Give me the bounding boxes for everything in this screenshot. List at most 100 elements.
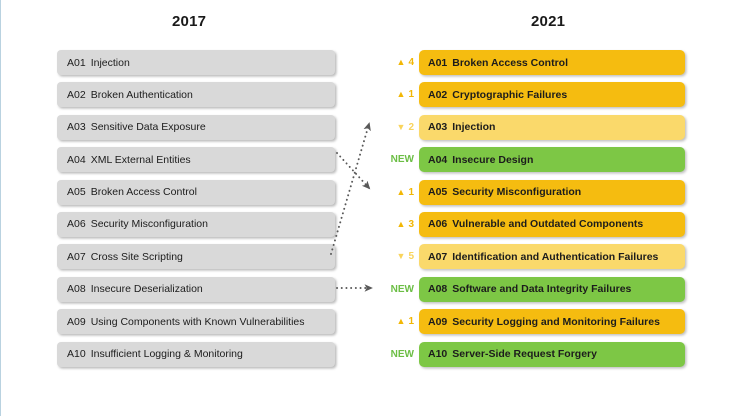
list-item: ▼2 A03 Injection [372, 114, 687, 147]
new-badge-a10: NEW [372, 342, 414, 367]
list-item: ▲4 A01 Broken Access Control [372, 50, 687, 82]
list-item: ▲1 A02 Cryptographic Failures [372, 82, 687, 114]
left-item-a03[interactable]: A03 Sensitive Data Exposure [57, 114, 335, 140]
triangle-down-icon: ▼ [396, 251, 406, 262]
rank-change-badge-a02: ▲1 [372, 82, 414, 107]
rank-change-badge-a07: ▼5 [372, 244, 414, 269]
column-header-2017: 2017 [172, 13, 207, 30]
item-label: Cryptographic Failures [452, 88, 568, 101]
list-item: A08 Insecure Deserialization [57, 276, 335, 309]
column-header-2021: 2021 [531, 13, 566, 30]
triangle-down-icon: ▼ [396, 121, 406, 132]
item-rank: A02 [428, 88, 448, 101]
item-label: Cross Site Scripting [90, 250, 183, 263]
item-rank: A01 [67, 56, 86, 69]
left-item-a05[interactable]: A05 Broken Access Control [57, 179, 335, 205]
item-rank: A06 [428, 218, 448, 231]
rank-change-value: NEW [390, 283, 414, 295]
right-item-a03[interactable]: A03 Injection [419, 114, 685, 140]
rank-change-value: NEW [390, 348, 414, 360]
rank-change-badge-a01: ▲4 [372, 50, 414, 75]
right-item-a09[interactable]: A09 Security Logging and Monitoring Failu… [419, 309, 685, 335]
triangle-up-icon: ▲ [396, 218, 406, 229]
item-label: Broken Access Control [452, 56, 568, 69]
item-rank: A05 [428, 186, 448, 199]
left-item-a09[interactable]: A09 Using Components with Known Vulnerabi… [57, 309, 335, 335]
list-item: A07 Cross Site Scripting [57, 244, 335, 276]
rank-change-value: 1 [408, 316, 414, 328]
rank-change-badge-a05: ▲1 [372, 180, 414, 205]
item-label: Using Components with Known Vulnerabilit… [90, 315, 305, 328]
rank-change-value: NEW [390, 154, 414, 166]
left-item-a08[interactable]: A08 Insecure Deserialization [57, 276, 335, 302]
list-item: A01 Injection [57, 50, 335, 82]
item-rank: A10 [67, 348, 86, 361]
item-rank: A10 [428, 348, 448, 361]
rank-change-value: 2 [408, 121, 414, 133]
list-item: A10 Insufficient Logging & Monitoring [57, 341, 335, 374]
item-rank: A01 [428, 56, 448, 69]
item-label: XML External Entities [90, 153, 191, 166]
item-rank: A03 [428, 121, 448, 134]
item-rank: A07 [67, 250, 86, 263]
item-label: Identification and Authentication Failur… [452, 250, 659, 263]
right-item-a02[interactable]: A02 Cryptographic Failures [419, 82, 685, 108]
right-item-a07[interactable]: A07 Identification and Authentication Fai… [419, 244, 685, 270]
item-rank: A07 [428, 250, 448, 263]
item-label: Insecure Deserialization [90, 283, 203, 296]
new-badge-a08: NEW [372, 277, 414, 302]
left-item-a10[interactable]: A10 Insufficient Logging & Monitoring [57, 341, 335, 367]
rank-change-value: 3 [408, 218, 414, 230]
triangle-up-icon: ▲ [396, 89, 406, 100]
item-label: Broken Authentication [90, 88, 193, 101]
item-rank: A03 [67, 121, 86, 134]
triangle-up-icon: ▲ [396, 57, 406, 67]
triangle-up-icon: ▲ [396, 316, 406, 327]
rank-change-value: 1 [408, 89, 414, 101]
list-item: A09 Using Components with Known Vulnerabi… [57, 309, 335, 341]
rank-change-badge-a09: ▲1 [372, 309, 414, 334]
item-rank: A09 [428, 315, 448, 328]
item-label: Insufficient Logging & Monitoring [90, 348, 243, 361]
right-item-a06[interactable]: A06 Vulnerable and Outdated Components [419, 211, 685, 237]
left-item-a07[interactable]: A07 Cross Site Scripting [57, 244, 335, 270]
item-rank: A08 [67, 283, 86, 296]
right-item-a01[interactable]: A01 Broken Access Control [419, 50, 685, 75]
item-rank: A05 [67, 186, 86, 199]
triangle-up-icon: ▲ [396, 186, 406, 197]
item-label: Sensitive Data Exposure [90, 121, 206, 134]
item-rank: A06 [67, 218, 86, 231]
item-rank: A09 [67, 315, 86, 328]
list-item: ▲3 A06 Vulnerable and Outdated Components [372, 211, 687, 244]
rank-change-badge-a03: ▼2 [372, 115, 414, 140]
item-label: Broken Access Control [90, 186, 197, 199]
new-badge-a04: NEW [372, 147, 414, 172]
item-label: Injection [90, 56, 130, 69]
item-label: Injection [452, 121, 496, 134]
item-label: Vulnerable and Outdated Components [452, 218, 644, 231]
rank-change-badge-a06: ▲3 [372, 212, 414, 237]
list-item: ▲1 A09 Security Logging and Monitoring Fai… [372, 309, 687, 341]
connector-a07-xss-to-a03-injection [330, 122, 371, 255]
left-item-a01[interactable]: A01 Injection [57, 50, 335, 75]
connector-a04-xxe-to-a05-security-misconfiguration [336, 152, 371, 190]
list-item: A03 Sensitive Data Exposure [57, 114, 335, 147]
item-label: Security Logging and Monitoring Failures [452, 315, 660, 328]
